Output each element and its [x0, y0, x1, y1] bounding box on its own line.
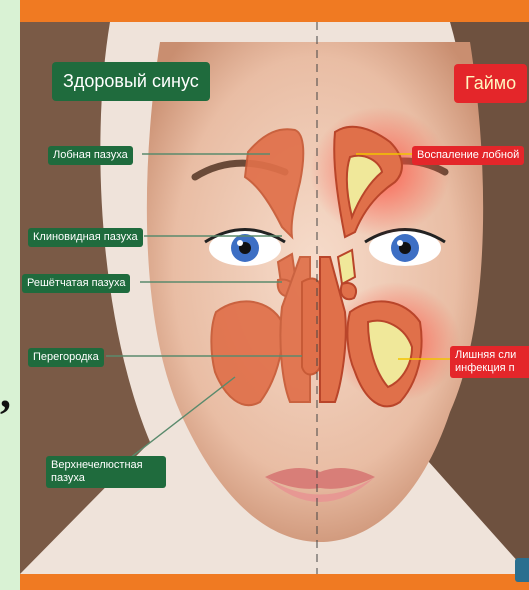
label-frontal-sinus: Лобная пазуха: [48, 146, 133, 165]
sinusitis-title: Гаймо: [454, 64, 527, 103]
label-ethmoid-sinus: Решётчатая пазуха: [22, 274, 130, 293]
corner-badge-icon: [515, 558, 529, 582]
label-septum: Перегородка: [28, 348, 104, 367]
bottom-banner-strip: [20, 574, 529, 590]
ethmoid-sinus-right: [341, 283, 356, 299]
label-excess-mucus: Лишняя сли инфекция п: [450, 346, 529, 378]
label-mucus-line2: инфекция п: [455, 362, 515, 374]
sphenoid-sinus-right: [338, 250, 355, 284]
infographic-panel: Здоровый синус Гаймо Лобная пазуха Клино…: [20, 0, 529, 590]
label-mucus-line1: Лишняя сли: [455, 349, 516, 361]
healthy-sinus-title: Здоровый синус: [52, 62, 210, 101]
label-sphenoid-sinus: Клиновидная пазуха: [28, 228, 143, 247]
face-illustration: [20, 22, 529, 574]
label-maxillary-line1: Верхнечелюстная: [51, 459, 143, 471]
label-maxillary-line2: пазуха: [51, 472, 85, 484]
top-banner-strip: [20, 0, 529, 22]
label-frontal-inflammation: Воспаление лобной: [412, 146, 524, 165]
label-maxillary-sinus: Верхнечелюстная пазуха: [46, 456, 166, 488]
stray-mark: ,: [0, 378, 11, 408]
